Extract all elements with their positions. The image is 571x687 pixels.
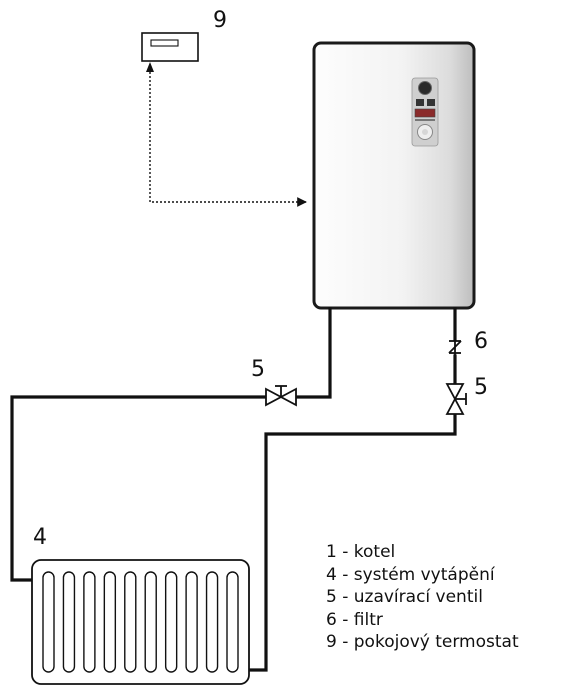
radiator-section	[83, 571, 96, 673]
thermostat-signal-line	[146, 62, 307, 207]
boiler	[312, 41, 476, 310]
radiator-section	[103, 571, 117, 673]
radiator-section	[124, 571, 137, 673]
supply-pipe-left	[10, 395, 268, 582]
radiator-section	[62, 571, 76, 673]
boiler-control-panel	[411, 77, 439, 147]
legend: 1 - kotel 4 - systém vytápění 5 - uzavír…	[326, 541, 519, 654]
label-thermostat-number: 9	[213, 8, 227, 33]
legend-item-heating-system: 4 - systém vytápění	[326, 564, 495, 585]
legend-item-room-thermostat: 9 - pokojový termostat	[326, 632, 519, 653]
radiator-sections	[42, 571, 239, 673]
radiator-section	[185, 571, 198, 673]
label-radiator-number: 4	[33, 525, 47, 550]
supply-pipe	[294, 307, 332, 399]
radiator-section	[226, 571, 239, 673]
shutoff-valve-left	[265, 385, 297, 407]
legend-item-shutoff-valve: 5 - uzavírací ventil	[326, 587, 483, 608]
legend-item-filter: 6 - filtr	[326, 609, 383, 630]
label-valve-right-number: 5	[474, 375, 488, 400]
room-thermostat	[141, 32, 199, 62]
return-pipe-bottom	[247, 412, 457, 672]
radiator	[31, 559, 250, 685]
filter-symbol	[448, 339, 462, 356]
shutoff-valve-right	[445, 383, 467, 415]
label-filter-number: 6	[474, 329, 488, 354]
radiator-section	[144, 571, 157, 673]
pipes	[10, 307, 457, 672]
radiator-section	[164, 571, 178, 673]
legend-item-boiler: 1 - kotel	[326, 542, 396, 562]
label-valve-left-number: 5	[251, 357, 265, 382]
radiator-section	[42, 571, 55, 673]
radiator-section	[205, 571, 219, 673]
